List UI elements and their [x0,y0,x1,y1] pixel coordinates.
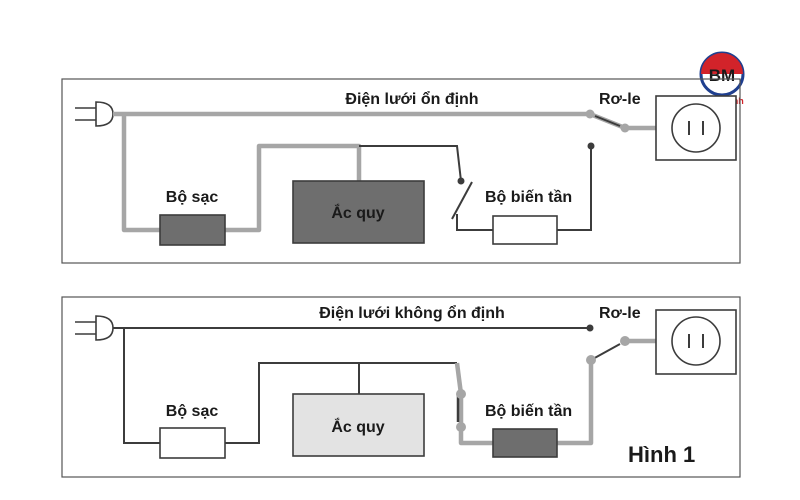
inactive-wires [113,327,621,444]
figure-label: Hình 1 [628,442,695,467]
charger-box [159,214,226,246]
battery-box [292,393,425,457]
grid-label: Điện lưới ổn định [345,90,478,108]
relay-contact-dot [586,324,594,332]
inverter-label: Bộ biến tần [485,403,572,420]
panel-stable-grid: Điện lưới ổn định Rơ-le Bộ sạc Ắc quy Bộ… [61,78,741,264]
plug-icon [75,315,114,341]
charger-label: Bộ sạc [166,403,219,420]
inverter-box [492,428,558,458]
relay-contact-dot [620,123,630,133]
panel-frame [61,78,741,264]
switch-contact-dot [456,389,466,399]
battery-label: Ắc quy [331,417,384,436]
battery-box [292,180,425,244]
active-battery-wires [454,338,660,446]
relay-contact-dot [585,109,595,119]
switch-contact-dot [456,422,466,432]
logo-initials: BM [709,66,735,85]
socket-icon [655,309,737,375]
panel-frame [61,296,741,478]
panel-unstable-grid: Điện lưới không ổn định Rơ-le Bộ sạc Ắc … [61,296,741,478]
socket-icon [655,95,737,161]
switch-contact-dot [457,177,465,185]
inverter-box [492,215,558,245]
inverter-label: Bộ biến tần [485,189,572,206]
charger-box [159,427,226,459]
relay-contact-dot [586,355,596,365]
relay-contact-dot [587,142,595,150]
relay-label: Rơ-le [599,305,641,322]
grid-label: Điện lưới không ổn định [319,304,505,322]
charger-label: Bộ sạc [166,189,219,206]
inactive-wires [359,115,621,231]
battery-label: Ắc quy [331,203,384,222]
plug-icon [75,101,114,127]
relay-label: Rơ-le [599,91,641,108]
relay-contact-dot [620,336,630,346]
